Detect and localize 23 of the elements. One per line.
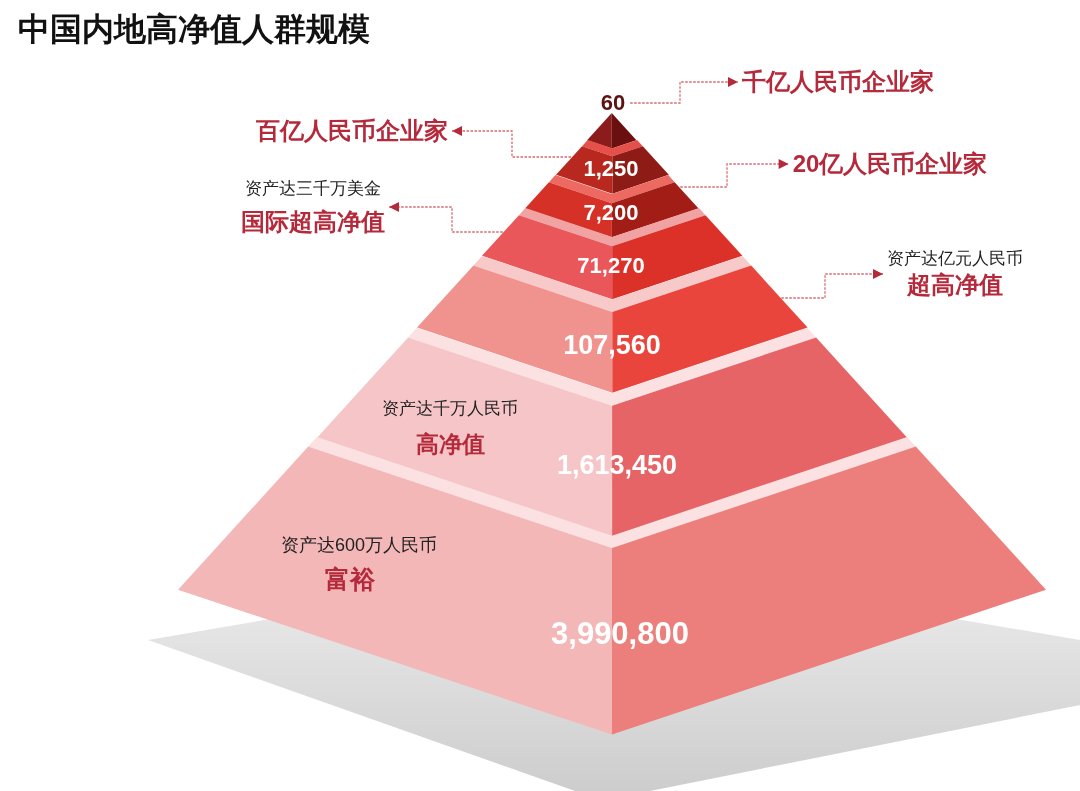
count-label: 1,250 [583,156,639,182]
category-label: 高净值 [416,430,486,458]
count-label: 60 [600,90,626,116]
category-label: 千亿人民币企业家 [742,68,934,96]
category-label: 超高净值 [907,271,1003,299]
count-label: 71,270 [577,253,645,279]
count-label: 7,200 [583,200,639,226]
category-label: 20亿人民币企业家 [792,150,988,178]
threshold-text: 资产达千万人民币 [382,399,518,419]
category-label: 百亿人民币企业家 [256,117,448,145]
chart-title: 中国内地高净值人群规模 [18,10,370,49]
count-label: 3,990,800 [551,616,689,652]
count-label: 107,560 [563,330,661,362]
leader-arrow [679,159,790,188]
leader-arrow [388,202,504,233]
leader-arrow [780,269,884,299]
threshold-text: 资产达600万人民币 [281,534,437,556]
leader-arrow [629,77,739,104]
category-label: 富裕 [325,564,375,594]
threshold-text: 资产达三千万美金 [245,178,381,199]
threshold-text: 资产达亿元人民币 [887,249,1023,269]
leader-arrow [451,126,572,158]
category-label: 国际超高净值 [241,207,385,236]
